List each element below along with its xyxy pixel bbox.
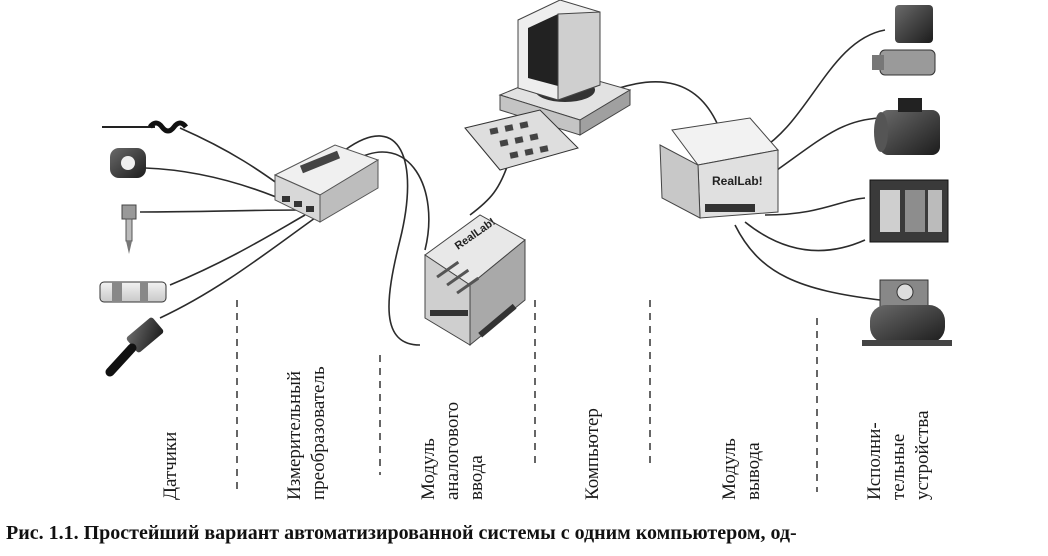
ring-sensor (110, 148, 146, 178)
label-actuators-line1: Исполни- (864, 422, 885, 500)
sensors-group (99, 120, 188, 377)
system-diagram: RealLab! Rea (99, 0, 952, 500)
label-actuators-line3: устройства (912, 410, 933, 500)
solenoid-valve (872, 5, 936, 76)
probe-sensor (121, 204, 137, 254)
label-ain-line1: Модуль (418, 438, 439, 500)
label-output-line2: вывода (743, 442, 764, 500)
caption-text: Простейший вариант автоматизированной си… (83, 522, 797, 544)
electric-motor (874, 98, 940, 155)
column-labels: Датчики Измерительный преобразователь Мо… (160, 366, 933, 500)
label-converter-line1: Измерительный (284, 371, 305, 500)
computer (464, 0, 632, 171)
pump-station (862, 279, 952, 346)
label-converter-line2: преобразователь (308, 366, 329, 500)
measuring-converter (273, 144, 380, 223)
contactor-relay (869, 179, 949, 243)
label-computer: Компьютер (582, 408, 603, 500)
inductive-sensor (105, 317, 164, 377)
figure-caption: Рис. 1.1. Простейший вариант автоматизир… (6, 522, 1046, 545)
cylinder-sensor (99, 281, 167, 303)
label-sensors: Датчики (160, 432, 181, 500)
thermocouple-sensor (102, 120, 188, 134)
analog-input-module: RealLab! (424, 214, 526, 347)
output-brand-label: RealLab! (712, 174, 763, 188)
label-actuators-line2: тельные (888, 434, 909, 500)
label-output-line1: Модуль (719, 438, 740, 500)
label-ain-line2: аналогового (442, 402, 463, 500)
label-ain-line3: ввода (466, 455, 487, 500)
actuators-group (862, 5, 952, 346)
column-separators (236, 300, 818, 495)
caption-label: Рис. 1.1. (6, 522, 79, 544)
output-module: RealLab! (659, 117, 779, 219)
